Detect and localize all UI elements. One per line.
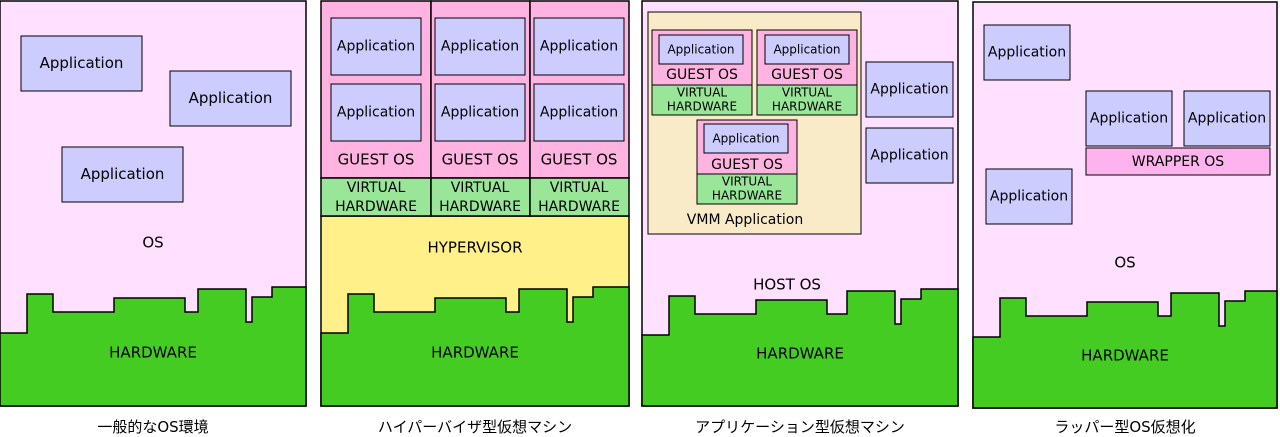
application-label: Application (81, 165, 165, 183)
application-box (330, 83, 422, 142)
application-box (658, 34, 744, 65)
application-label: Application (441, 39, 519, 55)
application-box (61, 146, 184, 203)
virtual-hardware-label: VIRTUAL (451, 180, 510, 196)
panel-hypervisor-vm: HYPERVISOR HARDWARE Application Applicat… (320, 0, 630, 407)
virtual-hardware-label: HARDWARE (538, 199, 620, 215)
caption-general-os: 一般的なOS環境 (97, 418, 209, 436)
application-box (20, 35, 143, 92)
hypervisor-label: HYPERVISOR (427, 239, 522, 257)
panel-general-os: Application Application Application OS H… (0, 0, 307, 407)
hardware-layer (320, 286, 630, 407)
virtual-hardware-label: VIRTUAL (722, 175, 773, 189)
application-label: Application (40, 54, 124, 72)
application-label: Application (1090, 111, 1168, 127)
application-label: Application (441, 105, 519, 121)
hardware-label: HARDWARE (1081, 347, 1169, 365)
guest-os-label: GUEST OS (338, 151, 415, 169)
application-box (330, 17, 422, 76)
hardware-label: HARDWARE (109, 344, 197, 362)
application-label: Application (870, 148, 948, 164)
guest-os-label: GUEST OS (442, 151, 519, 169)
virtual-hardware-layer (529, 177, 630, 217)
panel-application-vm: HOST OS HARDWARE Application Application… (641, 0, 959, 407)
virtual-hardware-layer (696, 173, 798, 205)
application-label: Application (1188, 111, 1266, 127)
virtual-hardware-layer (320, 177, 432, 217)
application-label: Application (540, 39, 618, 55)
panel-wrapper-os: OS HARDWARE Application Application Appl… (972, 1, 1278, 409)
virtual-hardware-label: VIRTUAL (677, 86, 728, 100)
virtual-hardware-label: HARDWARE (712, 189, 782, 203)
application-box (703, 123, 789, 154)
guest-os-label: GUEST OS (541, 151, 618, 169)
os-label: OS (142, 234, 163, 252)
application-label: Application (773, 43, 840, 57)
guest-os-label: GUEST OS (666, 67, 738, 83)
virtual-hardware-label: VIRTUAL (782, 86, 833, 100)
application-box (533, 17, 625, 76)
hardware-label: HARDWARE (431, 344, 519, 362)
application-box (169, 70, 292, 127)
application-label: Application (667, 43, 734, 57)
virtual-hardware-label: HARDWARE (772, 100, 842, 114)
caption-application-vm: アプリケーション型仮想マシン (695, 418, 905, 436)
caption-hypervisor-vm: ハイパーバイザ型仮想マシン (377, 418, 573, 436)
virtual-hardware-label: HARDWARE (439, 199, 521, 215)
virtual-hardware-label: VIRTUAL (347, 180, 406, 196)
hardware-layer (972, 290, 1278, 409)
hardware-layer (0, 286, 307, 407)
application-label: Application (712, 132, 779, 146)
wrapper-os-layer (1085, 147, 1271, 176)
wrapper-os-label: WRAPPER OS (1132, 154, 1225, 170)
hardware-label: HARDWARE (756, 345, 844, 363)
application-box (764, 34, 850, 65)
application-box (434, 17, 526, 76)
caption-wrapper-os: ラッパー型OS仮想化 (1054, 418, 1196, 436)
hardware-layer (641, 288, 959, 407)
virtual-hardware-label: HARDWARE (335, 199, 417, 215)
host-application-box (865, 127, 954, 184)
virtual-hardware-layer (430, 177, 531, 217)
virtual-hardware-layer (651, 84, 753, 116)
host-os-label: HOST OS (753, 276, 821, 294)
application-label: Application (990, 189, 1068, 205)
application-label: Application (189, 89, 273, 107)
os-label: OS (1114, 254, 1135, 272)
virtual-hardware-layer (756, 84, 858, 116)
application-box (434, 83, 526, 142)
application-box (985, 168, 1073, 225)
application-label: Application (337, 105, 415, 121)
application-label: Application (337, 39, 415, 55)
application-box (1183, 90, 1271, 147)
application-box (1085, 90, 1173, 147)
host-application-box (865, 61, 954, 118)
application-box (983, 24, 1071, 81)
application-box (533, 83, 625, 142)
vmm-label: VMM Application (687, 212, 803, 228)
guest-os-label: GUEST OS (711, 157, 783, 173)
application-label: Application (988, 45, 1066, 61)
virtual-hardware-label: HARDWARE (667, 100, 737, 114)
application-label: Application (870, 82, 948, 98)
guest-os-label: GUEST OS (771, 67, 843, 83)
virtual-hardware-label: VIRTUAL (550, 180, 609, 196)
application-label: Application (540, 105, 618, 121)
